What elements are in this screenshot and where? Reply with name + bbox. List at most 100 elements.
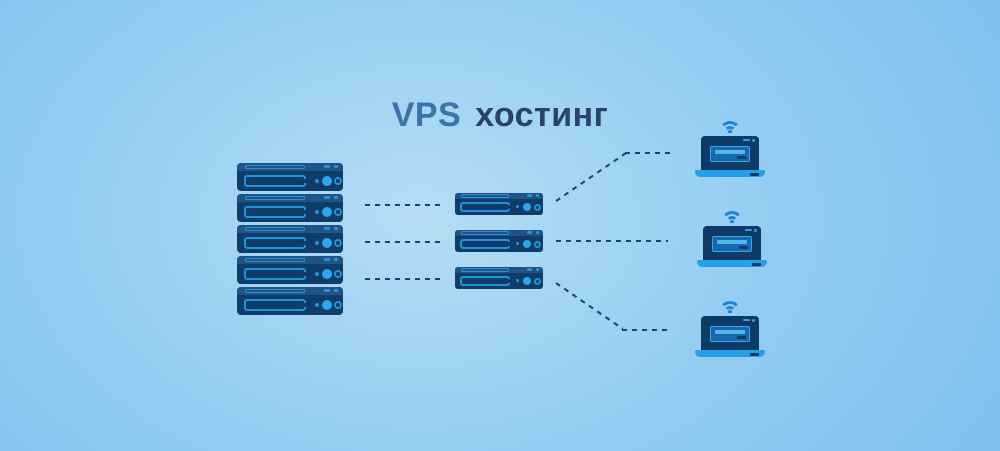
- wifi-icon: [721, 210, 743, 223]
- client-laptop-2: [697, 210, 767, 268]
- wifi-arc-inner: [726, 216, 738, 223]
- vps-top-strip: [455, 230, 543, 236]
- laptop-base: [695, 350, 765, 357]
- wifi-arc-outer: [721, 211, 743, 223]
- power-ring-icon: [534, 241, 541, 248]
- power-ring-icon: [334, 239, 342, 247]
- window-button: [739, 246, 748, 249]
- laptop-base: [695, 170, 765, 177]
- rack-unit-top-strip: [237, 163, 343, 171]
- camera-dot: [754, 228, 757, 232]
- vent-mark: [334, 258, 338, 261]
- camera-dash: [743, 139, 750, 141]
- rack-unit: [237, 225, 343, 253]
- vent-slot: [245, 289, 305, 293]
- camera-dot: [752, 318, 755, 322]
- power-dot: [315, 241, 319, 245]
- screen-window: [712, 236, 752, 252]
- screen-window: [710, 146, 750, 162]
- rack-unit-top-strip: [237, 287, 343, 295]
- wifi-arc-outer: [719, 301, 741, 313]
- drive-bay-outline: [244, 299, 307, 311]
- drive-bay-outline: [244, 175, 307, 187]
- drive-bay-outline: [460, 239, 511, 249]
- laptop-base-notch: [750, 353, 759, 356]
- laptop-base-notch: [752, 263, 761, 266]
- vent-mark: [527, 268, 532, 271]
- vent-slot: [245, 196, 305, 200]
- power-ring-icon: [334, 270, 342, 278]
- vent-mark: [324, 227, 330, 230]
- vent-mark: [324, 258, 330, 261]
- vps-server: [455, 193, 543, 215]
- laptop-base: [697, 260, 767, 267]
- vps-servers: [455, 193, 543, 289]
- drive-bay-notch: [303, 272, 307, 276]
- status-led: [523, 240, 531, 248]
- wifi-arc-outer: [719, 121, 741, 133]
- vent-mark: [334, 289, 338, 292]
- drive-bay-outline: [244, 237, 307, 249]
- rack-unit: [237, 287, 343, 315]
- vent-slot: [461, 231, 509, 235]
- status-led: [523, 277, 531, 285]
- power-ring-icon: [334, 177, 342, 185]
- status-led: [322, 238, 332, 248]
- vent-slot: [245, 258, 305, 262]
- connection-vps-laptop3-diagonal: [555, 282, 624, 330]
- wifi-dot: [728, 130, 732, 133]
- rack-unit-top-strip: [237, 194, 343, 202]
- vent-mark: [527, 231, 532, 234]
- rack-unit-top-strip: [237, 256, 343, 264]
- vps-server: [455, 230, 543, 252]
- power-ring-icon: [334, 208, 342, 216]
- laptop-screen: [701, 316, 759, 350]
- camera-dot: [752, 138, 755, 142]
- vent-mark: [536, 194, 539, 197]
- status-led: [322, 176, 332, 186]
- status-led: [322, 300, 332, 310]
- vent-mark: [334, 196, 338, 199]
- server-rack: [237, 163, 343, 315]
- vent-slot: [245, 227, 305, 231]
- window-button: [737, 156, 746, 159]
- vps-top-strip: [455, 267, 543, 273]
- power-ring-icon: [534, 204, 541, 211]
- power-dot: [516, 242, 519, 245]
- drive-bay-notch: [303, 210, 307, 214]
- rack-unit-top-strip: [237, 225, 343, 233]
- vent-mark: [527, 194, 532, 197]
- drive-bay-outline: [244, 206, 307, 218]
- status-led: [322, 269, 332, 279]
- connection-vps-laptop1-horizontal: [625, 152, 670, 154]
- power-dot: [315, 303, 319, 307]
- vent-mark: [324, 289, 330, 292]
- connection-vps-laptop3-horizontal: [622, 329, 670, 331]
- status-led: [523, 203, 531, 211]
- client-laptop-3: [695, 300, 765, 358]
- wifi-arc-inner: [724, 306, 736, 313]
- wifi-dot: [728, 310, 732, 313]
- screen-window: [710, 326, 750, 342]
- wifi-dot: [730, 220, 734, 223]
- vent-mark: [324, 165, 330, 168]
- vent-mark: [536, 268, 539, 271]
- power-dot: [516, 205, 519, 208]
- vent-mark: [334, 227, 338, 230]
- wifi-icon: [719, 300, 741, 313]
- rack-unit: [237, 163, 343, 191]
- vent-mark: [334, 165, 338, 168]
- drive-bay-notch: [303, 179, 307, 183]
- status-led: [322, 207, 332, 217]
- connection-rack-vps-2: [365, 241, 443, 243]
- window-text-line: [717, 240, 747, 244]
- client-laptop-1: [695, 120, 765, 178]
- vent-mark: [324, 196, 330, 199]
- title-vps: VPS: [391, 96, 462, 134]
- drive-bay-notch: [303, 241, 307, 245]
- drive-bay-notch: [507, 279, 511, 283]
- drive-bay-outline: [460, 202, 511, 212]
- window-button: [737, 336, 746, 339]
